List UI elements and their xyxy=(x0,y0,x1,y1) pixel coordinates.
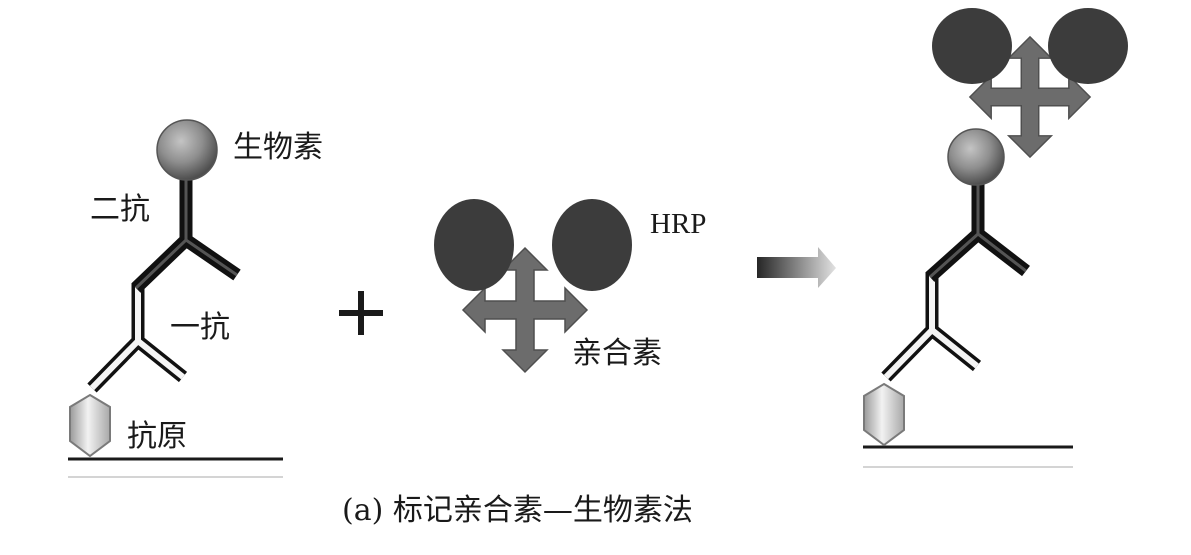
label-avidin: 亲合素 xyxy=(572,336,662,371)
antigen-shape xyxy=(69,393,111,458)
hrp-ellipse-left xyxy=(434,199,514,291)
label-hrp: HRP xyxy=(650,208,707,240)
hrp-avidin-complex xyxy=(434,199,632,373)
reaction-arrow xyxy=(757,247,836,288)
biotin-ball xyxy=(156,119,218,181)
antigen-shape-right xyxy=(863,382,905,447)
plus-sign-shape xyxy=(339,291,383,335)
biotin-ball-right xyxy=(947,128,1005,186)
hrp-ellipse-right xyxy=(552,199,632,291)
secondary-antibody-shape-right xyxy=(925,184,1030,282)
surface-line-left xyxy=(68,457,283,478)
primary-antibody-shape xyxy=(87,283,188,393)
label-biotin: 生物素 xyxy=(233,130,323,165)
label-secondary-antibody: 二抗 xyxy=(90,192,150,227)
label-antigen: 抗原 xyxy=(127,419,187,454)
label-primary-antibody: 一抗 xyxy=(170,310,230,345)
hrp-ellipse-right-1 xyxy=(932,8,1012,84)
primary-antibody-shape-right xyxy=(881,272,982,382)
right-complex xyxy=(863,8,1128,468)
left-complex xyxy=(68,119,283,478)
figure-caption: (a) 标记亲合素—生物素法 xyxy=(342,493,693,528)
surface-line-right xyxy=(863,445,1073,468)
hrp-ellipse-right-2 xyxy=(1048,8,1128,84)
secondary-antibody-shape xyxy=(131,178,241,293)
